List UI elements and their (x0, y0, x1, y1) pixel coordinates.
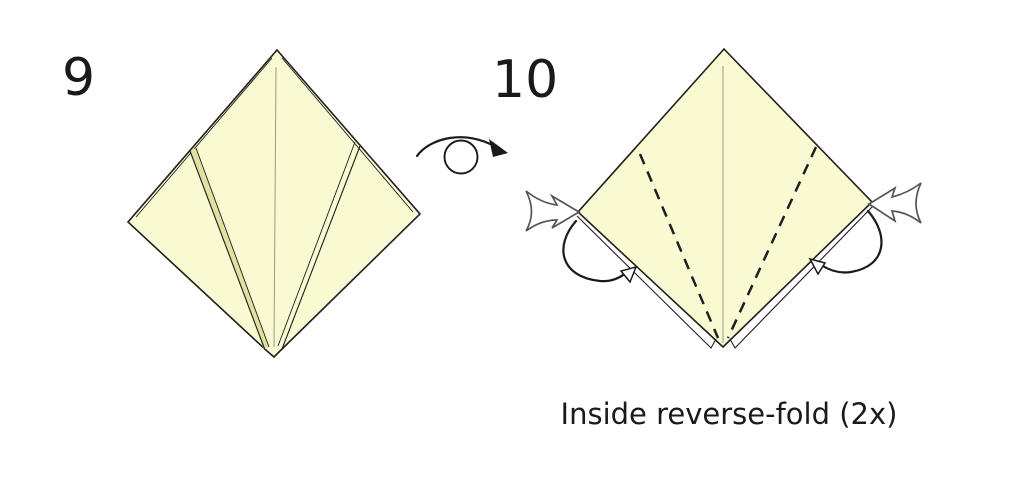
step10-lower-right-layer-edge (729, 205, 874, 349)
step9-left-flap-shade (190, 148, 269, 350)
fold-arrow-left-icon (562, 219, 638, 284)
fold-arrow-right-arc (819, 209, 883, 274)
step10-lower-left-layer-edge (576, 215, 717, 349)
step9-right-flap-edge-inner (277, 141, 356, 347)
step9-back-layer-edge-right (281, 57, 414, 213)
step9-left-flap-edge (189, 150, 266, 351)
step10-paper-outline (576, 47, 874, 349)
step-10-number: 10 (492, 50, 559, 110)
step9-paper-outline (126, 48, 422, 359)
push-arrow-left-icon (525, 190, 581, 232)
turn-over-arc (415, 136, 498, 158)
step-10-caption: Inside reverse-fold (2x) (560, 397, 898, 431)
fold-arrow-left-arc (562, 219, 629, 283)
step-9-diagram (126, 48, 422, 359)
step9-left-flap-edge-inner (195, 147, 270, 348)
turn-over-icon (415, 136, 508, 175)
step-10-diagram (525, 47, 922, 349)
step-9-number: 9 (62, 48, 96, 108)
turn-over-arrowhead (489, 139, 508, 157)
valley-fold-line-right (726, 146, 818, 339)
fold-arrow-right-icon (808, 209, 883, 276)
valley-fold-line-left (638, 153, 720, 339)
fold-arrow-left-head (619, 265, 638, 284)
push-arrow-right-icon (867, 182, 922, 224)
step9-center-crease (273, 66, 277, 348)
step9-back-layer-edge-left (135, 57, 273, 218)
fold-arrow-right-head (808, 257, 827, 276)
step9-right-flap-edge (281, 145, 361, 350)
turn-over-circle (443, 139, 479, 175)
